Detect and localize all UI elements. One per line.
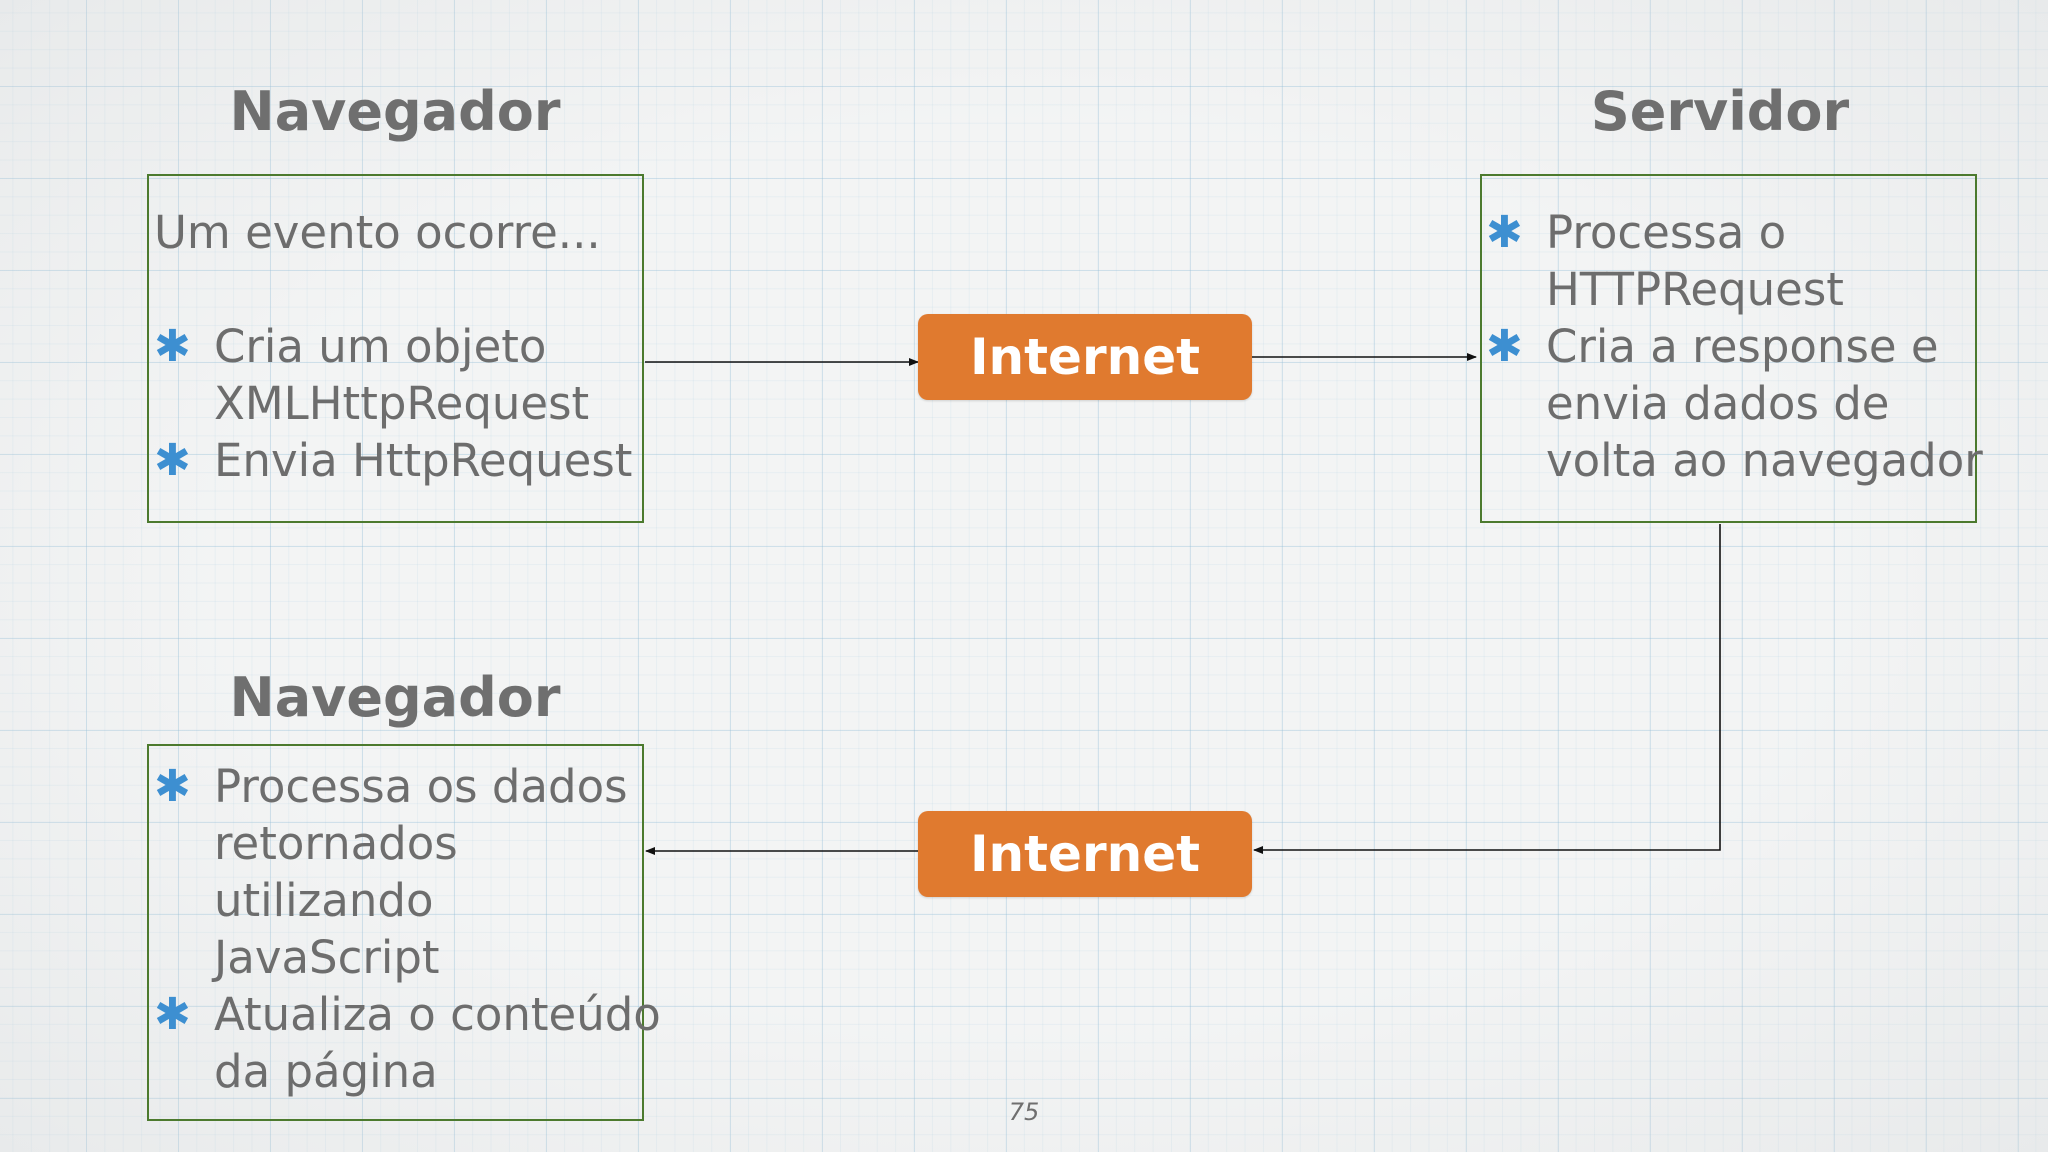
internet-bottom-pill: Internet [918,811,1252,897]
browser-top-intro: Um evento ocorre... [154,206,601,259]
browser-top-title: Navegador [229,80,561,143]
browser-bottom-bullet-2-text: Atualiza o conteúdo da página [214,988,661,1098]
bullet-icon: ✱ [1486,321,1523,372]
page-number: 75 [1008,1098,1040,1126]
internet-top-pill: Internet [918,314,1252,400]
bullet-icon: ✱ [1486,207,1523,258]
browser-top-bullet-2-text: Envia HttpRequest [214,434,633,487]
server-bullet-2-text: Cria a response e envia dados de volta a… [1546,320,1983,487]
server-bullet-1-text: Processa o HTTPRequest [1546,206,1844,316]
bullet-icon: ✱ [154,761,191,812]
bullet-icon: ✱ [154,435,191,486]
browser-top-box [147,174,644,523]
bullet-icon: ✱ [154,989,191,1040]
line-server-down [1718,524,1721,851]
server-title: Servidor [1590,80,1850,143]
bullet-icon: ✱ [154,321,191,372]
server-box [1480,174,1977,523]
browser-bottom-box [147,744,644,1121]
browser-bottom-title: Navegador [229,666,561,729]
browser-top-bullet-1-text: Cria um objeto XMLHttpRequest [214,320,590,430]
browser-bottom-bullet-1-text: Processa os dados retornados utilizando … [214,760,628,984]
